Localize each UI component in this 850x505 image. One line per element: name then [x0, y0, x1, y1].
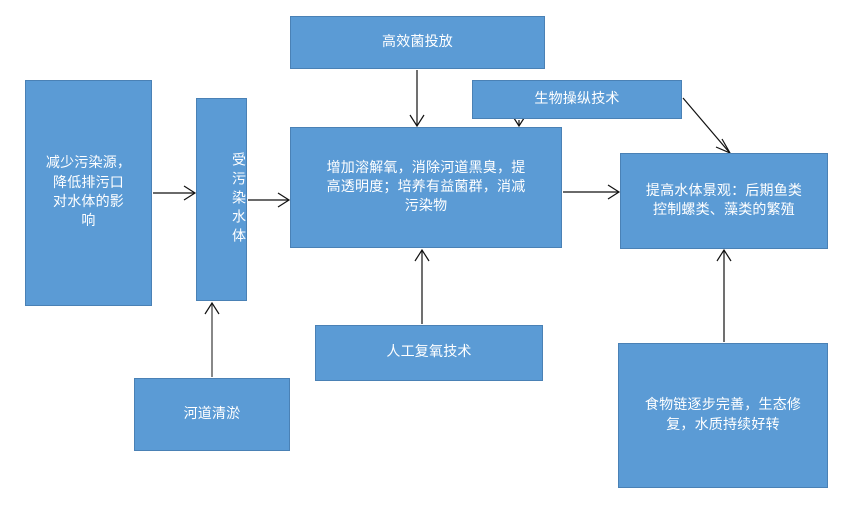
- node-polluted-water[interactable]: 受污染水体: [196, 98, 247, 301]
- node-increase-oxygen[interactable]: 增加溶解氧，消除河道黑臭，提 高透明度；培养有益菌群，消减 污染物: [290, 127, 562, 248]
- node-reduce-source-label: 减少污染源， 降低排污口 对水体的影 响: [45, 156, 132, 230]
- edge-biomanipulation-to-landscape: [682, 97, 732, 155]
- node-high-efficiency-bacteria[interactable]: 高效菌投放: [290, 16, 545, 69]
- node-artificial-aeration[interactable]: 人工复氧技术: [315, 325, 543, 381]
- edge-aeration-to-oxygen: [414, 248, 430, 324]
- edge-foodchain-to-landscape: [716, 248, 732, 342]
- edge-reduce-to-polluted: [153, 185, 197, 201]
- node-river-dredging[interactable]: 河道清淤: [134, 378, 290, 451]
- node-reduce-source[interactable]: 减少污染源， 降低排污口 对水体的影 响: [25, 80, 152, 306]
- edge-dredging-to-polluted: [204, 301, 220, 377]
- node-polluted-water-label: 受污染水体: [230, 152, 245, 247]
- node-artificial-aeration-label: 人工复氧技术: [386, 345, 472, 361]
- node-food-chain-label: 食物链逐步完善，生态修 复，水质持续好转: [644, 398, 802, 433]
- node-improve-landscape[interactable]: 提高水体景观：后期鱼类 控制螺类、藻类的繁殖: [620, 153, 828, 249]
- node-improve-landscape-label: 提高水体景观：后期鱼类 控制螺类、藻类的繁殖: [645, 183, 803, 218]
- node-increase-oxygen-label: 增加溶解氧，消除河道黑臭，提 高透明度；培养有益菌群，消减 污染物: [326, 160, 526, 215]
- node-river-dredging-label: 河道清淤: [183, 406, 241, 422]
- edge-polluted-to-oxygen: [248, 192, 291, 208]
- node-biomanipulation-label: 生物操纵技术: [534, 91, 620, 107]
- edge-bacteria-to-oxygen: [409, 70, 425, 128]
- node-biomanipulation[interactable]: 生物操纵技术: [472, 80, 682, 119]
- edge-oxygen-to-landscape: [563, 184, 621, 200]
- node-food-chain[interactable]: 食物链逐步完善，生态修 复，水质持续好转: [618, 343, 828, 488]
- node-high-efficiency-bacteria-label: 高效菌投放: [382, 34, 453, 50]
